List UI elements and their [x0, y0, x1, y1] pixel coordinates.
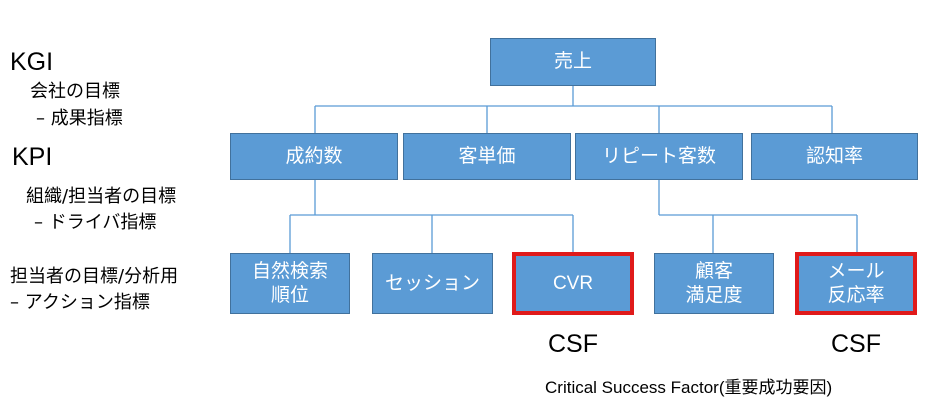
- action-desc-2: – アクション指標: [10, 292, 150, 313]
- box-contracts: 成約数: [230, 133, 398, 180]
- box-mail-response-line2: 反応率: [827, 283, 885, 306]
- kgi-title: KGI: [10, 48, 54, 76]
- kpi-desc-2: – ドライバ指標: [34, 212, 157, 233]
- box-cvr-label: CVR: [552, 272, 594, 294]
- box-sessions: セッション: [372, 253, 493, 314]
- box-mail-response-line1: メール: [827, 259, 885, 282]
- box-unit-price-label: 客単価: [458, 144, 516, 167]
- box-cvr: CVR: [512, 252, 634, 315]
- kpi-desc-1: 組織/担当者の目標: [26, 186, 177, 207]
- box-mail-response: メール 反応率: [795, 252, 917, 315]
- box-search-rank-line1: 自然検索: [251, 259, 328, 282]
- box-search-rank-line2: 順位: [270, 283, 309, 306]
- kgi-desc-2: – 成果指標: [36, 108, 123, 129]
- kgi-desc-1: 会社の目標: [30, 81, 120, 102]
- box-sales-label: 売上: [553, 50, 592, 73]
- action-desc-1: 担当者の目標/分析用: [10, 266, 179, 287]
- box-customer-satisfaction-line2: 満足度: [685, 283, 743, 306]
- csf-label-mail: CSF: [831, 330, 881, 358]
- box-repeat-customers-label: リピート客数: [601, 144, 716, 167]
- box-customer-satisfaction: 顧客 満足度: [654, 253, 774, 314]
- csf-definition: Critical Success Factor(重要成功要因): [545, 378, 833, 397]
- box-repeat-customers: リピート客数: [575, 133, 743, 180]
- box-awareness: 認知率: [751, 133, 918, 180]
- box-unit-price: 客単価: [403, 133, 571, 180]
- box-customer-satisfaction-line1: 顧客: [694, 259, 733, 282]
- kpi-title: KPI: [12, 143, 53, 171]
- csf-label-cvr: CSF: [548, 330, 598, 358]
- box-sales: 売上: [490, 38, 656, 86]
- box-awareness-label: 認知率: [805, 144, 863, 167]
- box-search-rank: 自然検索 順位: [230, 253, 350, 314]
- box-contracts-label: 成約数: [285, 144, 343, 167]
- box-sessions-label: セッション: [384, 271, 480, 294]
